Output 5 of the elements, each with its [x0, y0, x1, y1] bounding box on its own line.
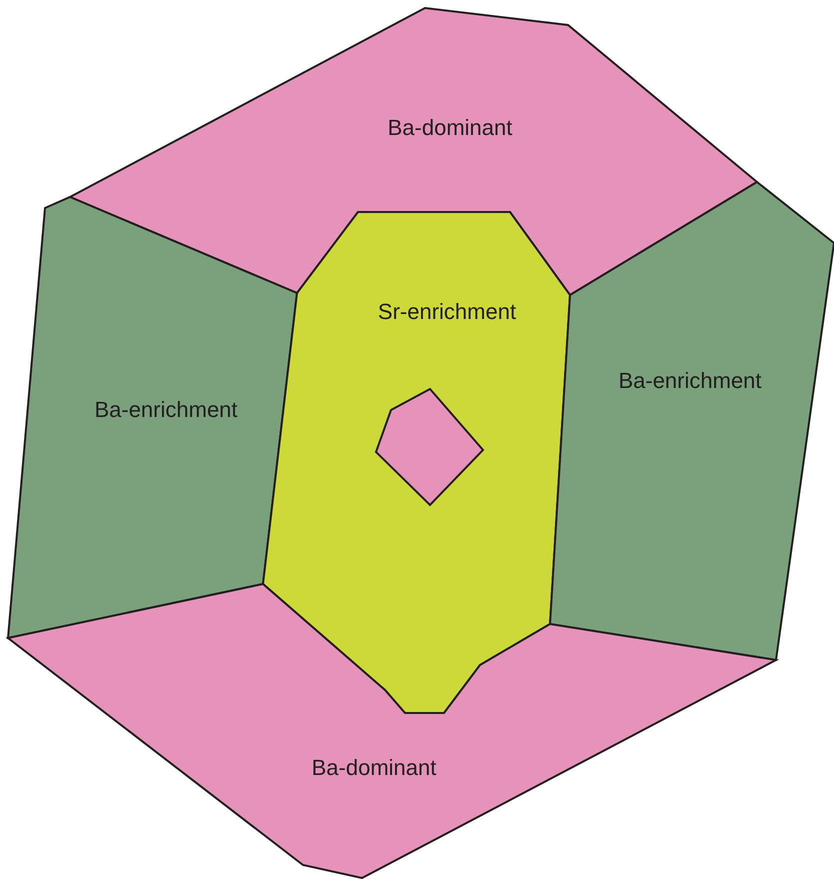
zone-label: Ba-enrichment	[618, 368, 762, 394]
zone-label: Sr-enrichment	[378, 299, 516, 325]
zone-label: Ba-dominant	[388, 115, 512, 141]
zone-label: Ba-enrichment	[94, 397, 238, 423]
zone-label: Ba-dominant	[312, 755, 436, 781]
